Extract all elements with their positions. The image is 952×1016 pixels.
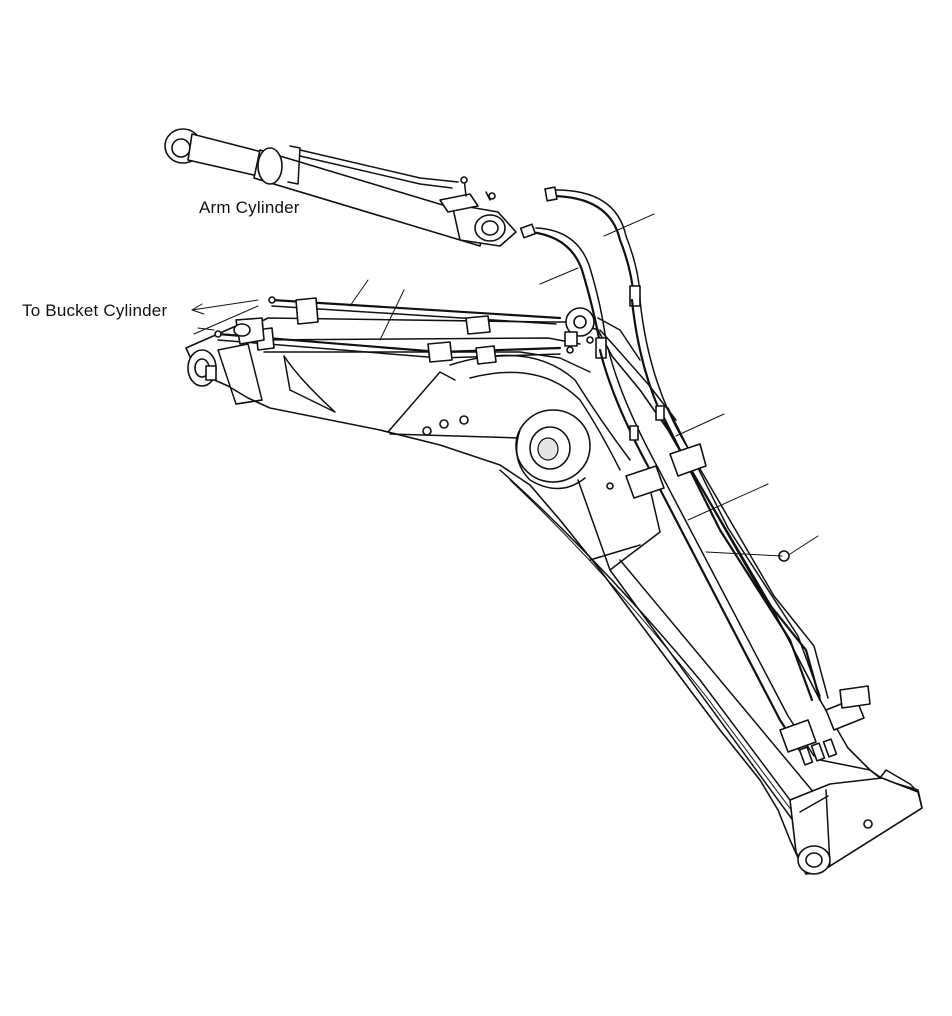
boom-main-piping [598, 298, 871, 766]
leader-bucket-pipe-1 [349, 279, 369, 307]
arm-cylinder-hoses [519, 186, 641, 359]
arm-cylinder-label: Arm Cylinder [199, 198, 300, 217]
bucket-cylinder-arrows [191, 299, 259, 335]
leader-lines [349, 213, 819, 557]
arm-cylinder [164, 128, 517, 247]
leader-boom-pipe-2 [687, 483, 769, 521]
leader-hose-inner [539, 267, 579, 285]
boom-body [185, 307, 923, 875]
leader-boom-clamp [705, 551, 783, 557]
leader-hose-outer [603, 213, 655, 237]
leader-bolt [789, 535, 819, 555]
to-bucket-cylinder-label: To Bucket Cylinder [22, 301, 168, 320]
leader-boom-pipe-1 [675, 413, 725, 437]
bucket-cylinder-piping [214, 296, 562, 365]
leader-bucket-pipe-2 [379, 289, 405, 341]
